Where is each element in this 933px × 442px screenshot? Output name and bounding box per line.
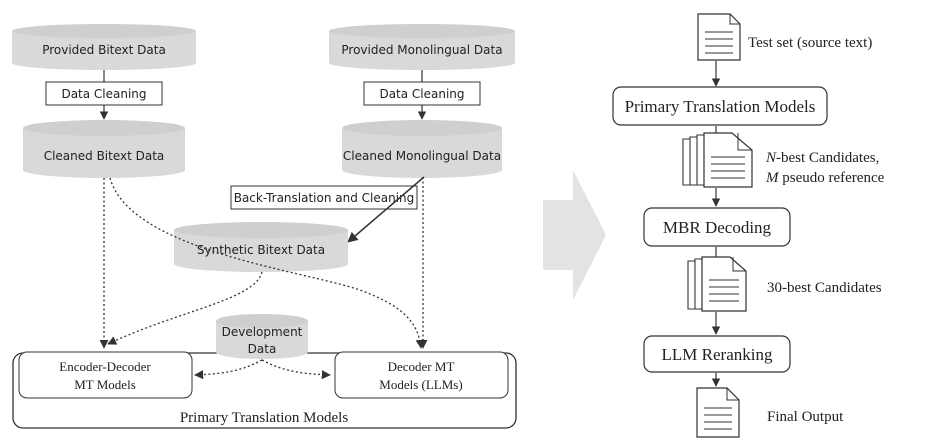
provided-bitext-label: Provided Bitext Data bbox=[42, 43, 166, 57]
nbest-documents-icon bbox=[682, 132, 753, 188]
decoder-mt-box bbox=[334, 351, 509, 399]
nbest-label-2: M pseudo reference bbox=[765, 170, 885, 186]
cleaned-bitext-cylinder: Cleaned Bitext Data bbox=[23, 120, 185, 178]
encoder-decoder-box bbox=[18, 351, 193, 399]
data-cleaning-label-left: Data Cleaning bbox=[61, 87, 146, 101]
decoder-mt-label-1: Decoder MT bbox=[388, 359, 455, 374]
synthetic-bitext-cylinder: Synthetic Bitext Data bbox=[174, 222, 348, 272]
best30-documents-icon bbox=[687, 256, 747, 312]
back-translation-box bbox=[230, 185, 418, 210]
provided-mono-label: Provided Monolingual Data bbox=[341, 43, 502, 57]
synthetic-bitext-label: Synthetic Bitext Data bbox=[197, 243, 325, 257]
mbr-decoding-box bbox=[643, 207, 791, 247]
llm-reranking-box bbox=[643, 335, 791, 373]
mbr-decoding-label: MBR Decoding bbox=[663, 218, 772, 237]
test-set-label: Test set (source text) bbox=[748, 35, 872, 51]
back-translation-label: Back-Translation and Cleaning bbox=[234, 191, 415, 205]
llm-reranking-label: LLM Reranking bbox=[662, 345, 773, 364]
cleaned-bitext-label: Cleaned Bitext Data bbox=[44, 149, 165, 163]
dev-data-label-2: Data bbox=[248, 342, 277, 356]
data-cleaning-label-right: Data Cleaning bbox=[379, 87, 464, 101]
cleaned-mono-cylinder: Cleaned Monolingual Data bbox=[342, 120, 502, 178]
encoder-decoder-label-1: Encoder-Decoder bbox=[59, 359, 151, 374]
best30-label: 30-best Candidates bbox=[767, 280, 882, 296]
provided-mono-cylinder: Provided Monolingual Data bbox=[329, 24, 515, 70]
encoder-decoder-label-2: MT Models bbox=[74, 377, 136, 392]
primary-models-label: Primary Translation Models bbox=[625, 97, 816, 116]
container-label: Primary Translation Models bbox=[180, 410, 349, 426]
nbest-label-1: N-best Candidates, bbox=[765, 150, 879, 166]
decoder-mt-label-2: Models (LLMs) bbox=[379, 377, 462, 392]
big-transition-arrow bbox=[543, 170, 606, 300]
dev-data-label-1: Development bbox=[222, 325, 303, 339]
final-output-document-icon bbox=[696, 387, 740, 438]
development-data-cylinder: Development Data bbox=[216, 314, 308, 359]
primary-models-box bbox=[612, 86, 828, 126]
test-set-document-icon bbox=[697, 13, 741, 61]
final-output-label: Final Output bbox=[767, 409, 844, 425]
cleaned-mono-label: Cleaned Monolingual Data bbox=[343, 149, 501, 163]
provided-bitext-cylinder: Provided Bitext Data bbox=[12, 24, 196, 70]
